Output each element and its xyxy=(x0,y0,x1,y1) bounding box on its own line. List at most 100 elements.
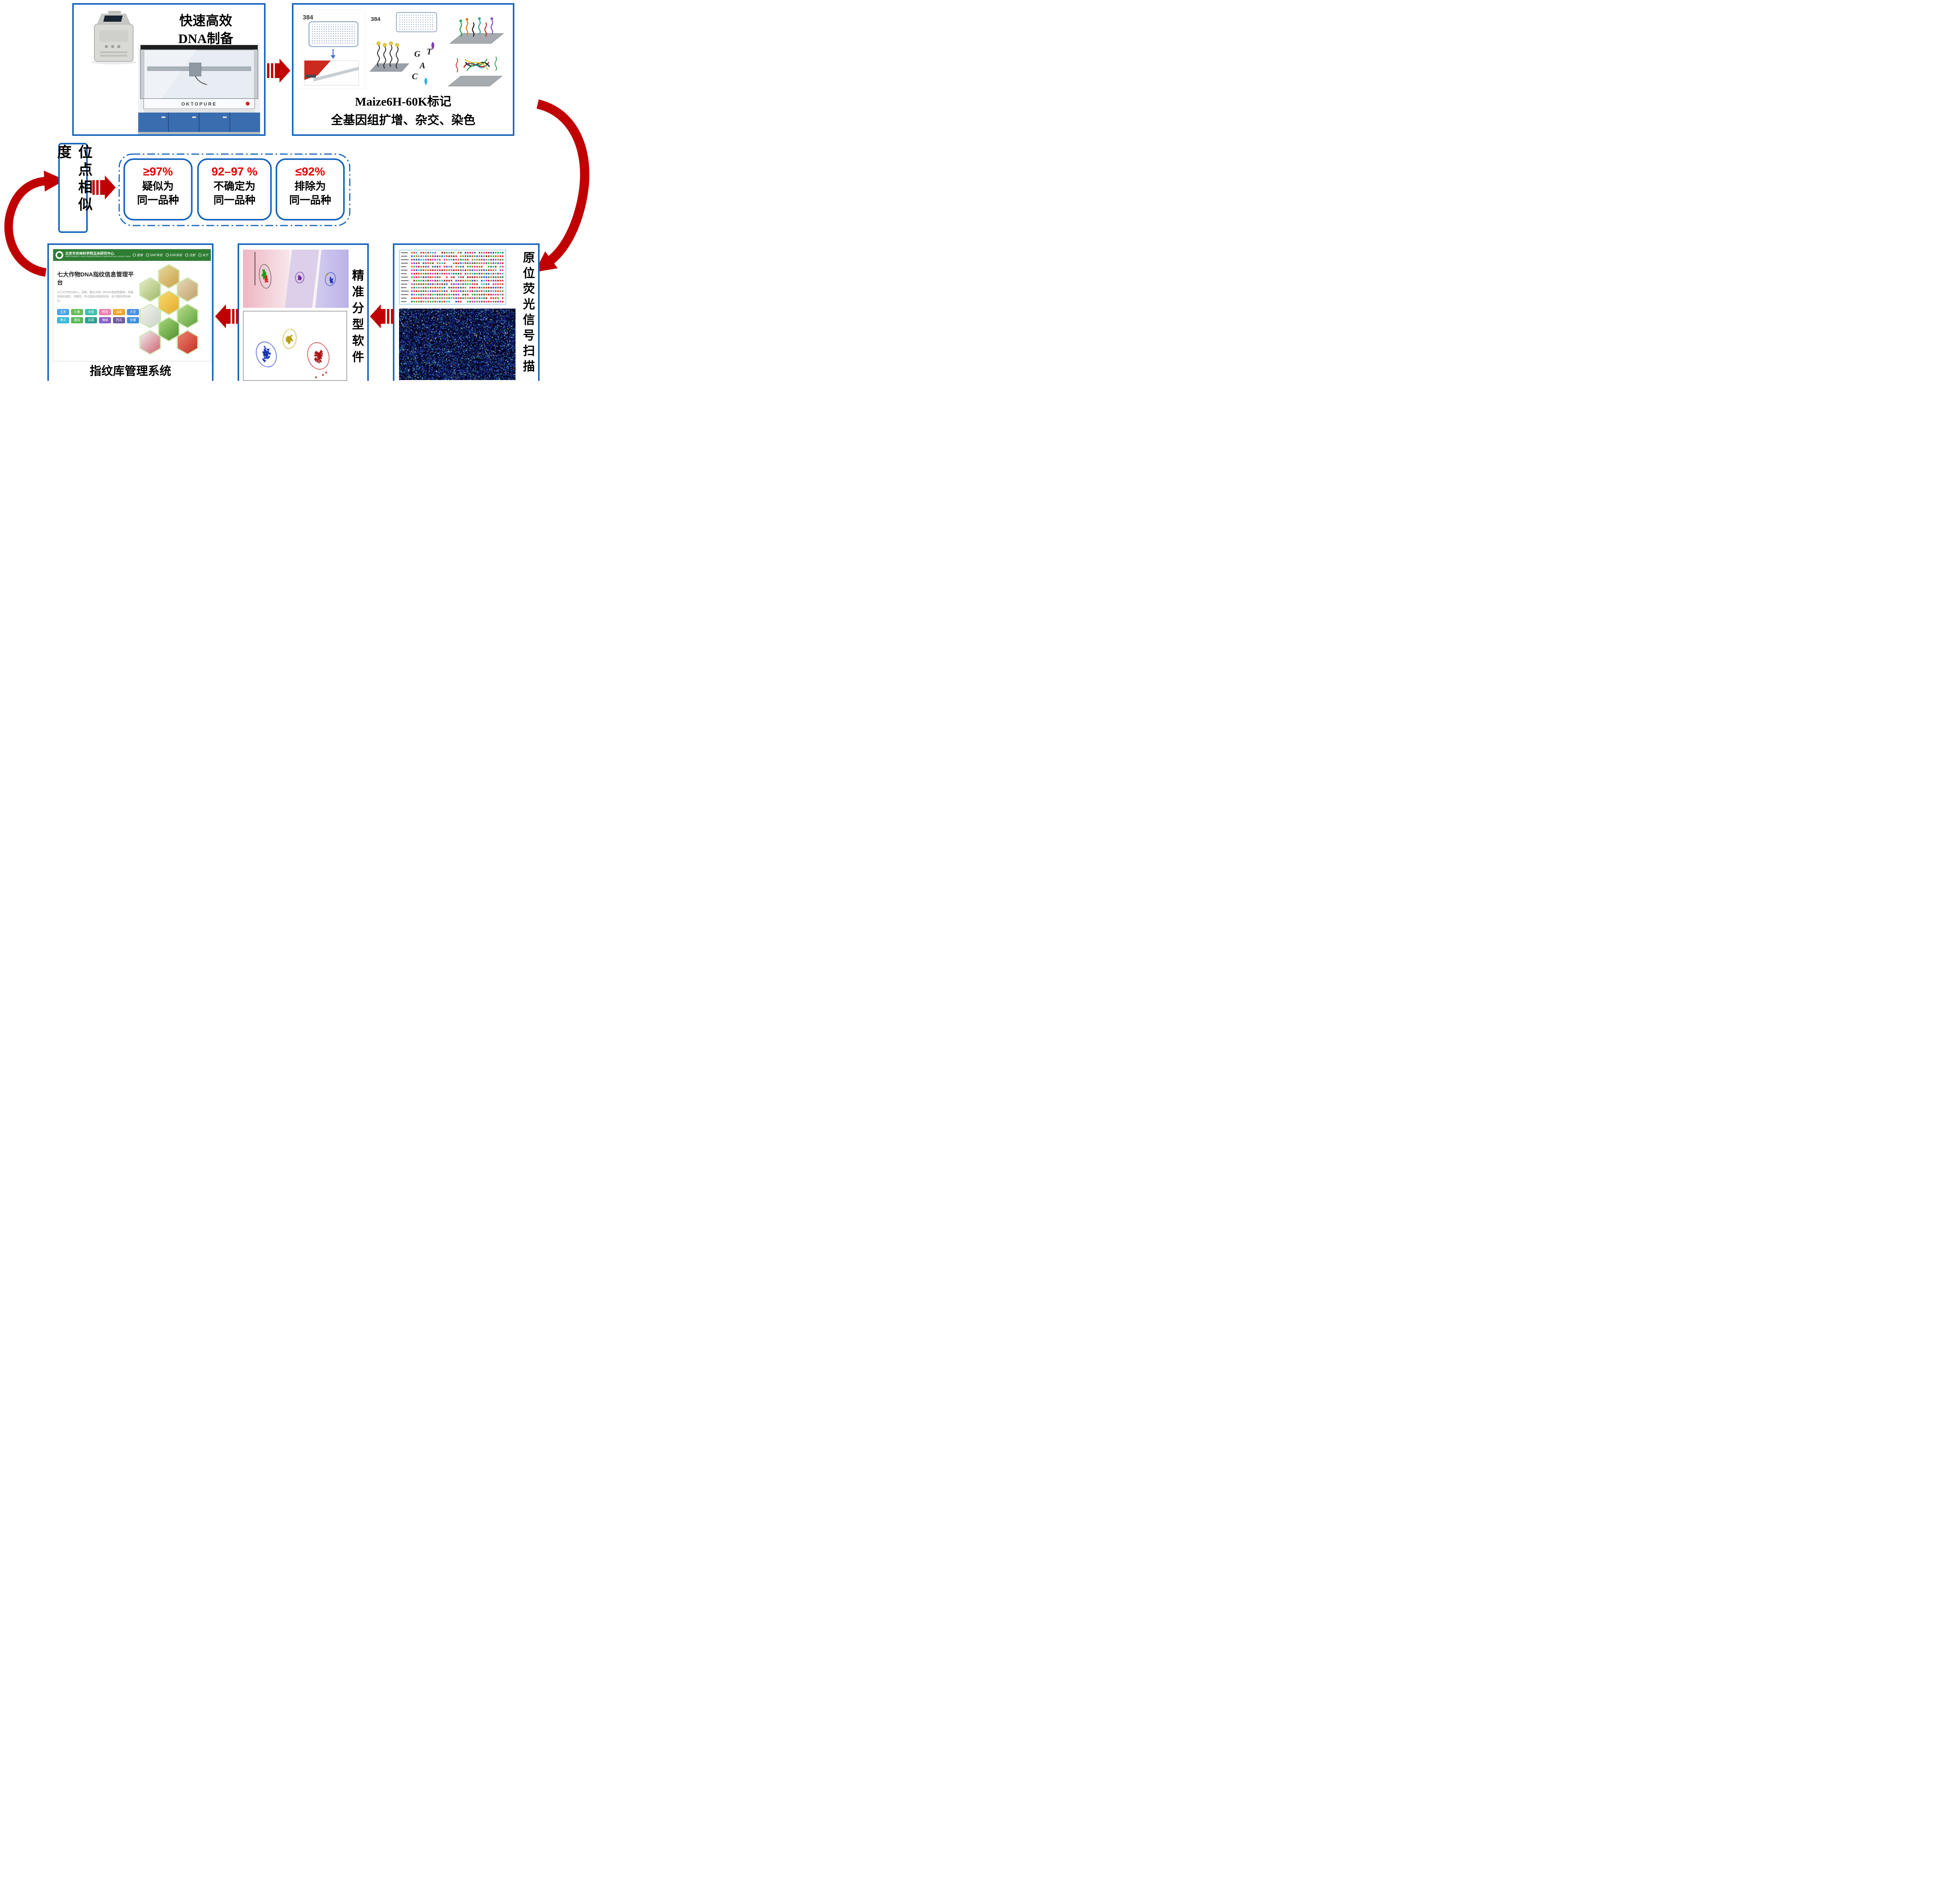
category-same-variety-suspected: ≥97% 疑似为 同一品种 xyxy=(123,158,193,220)
hexagon-corn-photo xyxy=(158,290,180,315)
crop-button-soybean[interactable]: 大豆 xyxy=(127,309,139,315)
site-org-names: 北京市农林科学院玉米研究中心 Maize Research Center, Be… xyxy=(65,252,131,258)
microarray-scan-image xyxy=(399,309,516,380)
crop-button-sweetpotato[interactable]: 甘薯 xyxy=(127,317,139,323)
crop-button-pepper[interactable]: 辣椒 xyxy=(99,317,111,323)
process-arrow-scan-to-typing xyxy=(370,304,393,328)
site-org-name-en: Maize Research Center, Beijing Academy o… xyxy=(65,256,131,258)
snp-system-icon xyxy=(146,253,149,257)
typing-software-label: 精准分型软件 xyxy=(350,269,364,367)
plate-384-dispense-image: 384 xyxy=(297,9,365,89)
dna-prep-title-line2: DNA制备 xyxy=(178,31,233,46)
ssr-system-icon xyxy=(165,253,169,257)
category-a-line2: 同一品种 xyxy=(137,194,179,206)
site-nav-about[interactable]: 关于 xyxy=(198,253,208,257)
category-same-variety-uncertain: 92–97 % 不确定为 同一品种 xyxy=(197,158,272,220)
base-letter-c: C xyxy=(412,71,418,81)
site-nav-login-label: 登录 xyxy=(137,253,143,257)
site-nav-register[interactable]: 注册 xyxy=(185,253,195,257)
site-main-column: 七大作物DNA指纹信息管理平台 以七大作物为核心，采集、整合为统一的DNA指纹数… xyxy=(57,264,139,361)
hexagon-cabbage-photo xyxy=(158,317,180,342)
category-c-line1: 排除为 xyxy=(294,181,326,192)
hexagon-peanut-photo xyxy=(177,277,198,302)
plate-b-label: 384 xyxy=(371,16,381,23)
staining-probe-image xyxy=(445,9,509,89)
hexagon-wheat-photo xyxy=(158,264,180,289)
down-arrow-icon xyxy=(331,55,335,59)
category-c-percent: ≤92% xyxy=(295,165,325,178)
base-letter-a: A xyxy=(419,61,425,70)
site-nav-register-label: 注册 xyxy=(189,253,195,257)
crop-button-cucumber[interactable]: 黄瓜 xyxy=(57,317,69,323)
crop-button-cotton[interactable]: 棉花 xyxy=(99,309,111,315)
thermal-cycler-image xyxy=(91,11,136,64)
marker-caption-line1: Maize6H-60K标记 xyxy=(355,95,451,108)
typing-software-panel: 精准分型软件 xyxy=(238,243,369,381)
similarity-categories-group-border xyxy=(118,153,351,226)
genotype-cluster-plot-image xyxy=(243,250,349,308)
fingerprint-database-caption: 指纹库管理系统 xyxy=(90,365,171,378)
dna-fingerprinting-workflow-diagram: 快速高效 DNA制备 OKTOPURE xyxy=(0,0,601,381)
hexagon-greens-photo xyxy=(177,304,198,328)
dna-prep-title: 快速高效 DNA制备 xyxy=(151,12,260,48)
site-nav-snp-system[interactable]: SNP系统 xyxy=(146,253,163,257)
category-b-line2: 同一品种 xyxy=(214,194,255,206)
category-a-percent: ≥97% xyxy=(143,165,173,178)
fluorescence-scan-panel: 原位荧光信号扫描 xyxy=(393,243,540,381)
site-nav-login[interactable]: 登录 xyxy=(133,253,143,257)
scatter-clusters-image xyxy=(243,311,347,381)
oktopure-robot-image: OKTOPURE xyxy=(138,44,260,134)
crop-button-tomato[interactable]: 番茄 xyxy=(71,317,83,323)
fingerprint-database-panel: 北京市农林科学院玉米研究中心 Maize Research Center, Be… xyxy=(47,243,214,381)
site-similarity-label: 位点相似度 xyxy=(55,144,92,214)
amplification-hybridization-image: 384 G T A C xyxy=(368,9,442,89)
site-description: 以七大作物为核心，采集、整合为统一的DNA指纹数据库，具备高度权威性、完整性，符… xyxy=(57,291,134,303)
marker-caption: Maize6H-60K标记 全基因组扩增、杂交、染色 xyxy=(293,92,513,130)
purple-dye-drop-icon xyxy=(431,42,434,50)
site-similarity-panel: 位点相似度 xyxy=(55,143,92,233)
marker-caption-line2: 全基因组扩增、杂交、染色 xyxy=(331,113,476,127)
site-nav: 登录 SNP系统 SSR系统 注册 关于 xyxy=(133,253,208,257)
dna-prep-panel: 快速高效 DNA制备 OKTOPURE xyxy=(72,3,266,136)
about-icon xyxy=(198,253,201,257)
cyan-dye-drop-icon xyxy=(424,78,427,85)
emergency-stop-button-image xyxy=(246,102,250,106)
process-arrow-typing-to-database xyxy=(215,304,238,328)
crop-button-rice[interactable]: 水稻 xyxy=(85,309,97,315)
hexagon-tomato-photo xyxy=(177,330,198,355)
site-body: 七大作物DNA指纹信息管理平台 以七大作物为核心，采集、整合为统一的DNA指纹数… xyxy=(53,261,211,361)
hexagon-cotton-photo xyxy=(139,304,161,328)
site-nav-ssr-label: SSR系统 xyxy=(169,253,182,257)
oktopure-brand-label: OKTOPURE xyxy=(181,101,217,107)
marker-hybridization-panel: 384 384 xyxy=(292,3,514,136)
category-a-line1: 疑似为 xyxy=(142,181,174,192)
process-arrow-prep-to-marker xyxy=(267,59,290,83)
site-nav-ssr-system[interactable]: SSR系统 xyxy=(165,253,182,257)
category-b-percent: 92–97 % xyxy=(211,165,258,178)
crop-button-watermelon[interactable]: 西瓜 xyxy=(113,317,125,323)
crop-button-cabbage[interactable]: 白菜 xyxy=(85,317,97,323)
site-org-name-cn: 北京市农林科学院玉米研究中心 xyxy=(65,252,115,256)
base-letter-g: G xyxy=(414,49,420,59)
category-same-variety-excluded: ≤92% 排除为 同一品种 xyxy=(276,158,345,220)
site-main-title: 七大作物DNA指纹信息管理平台 xyxy=(57,271,134,286)
site-header: 北京市农林科学院玉米研究中心 Maize Research Center, Be… xyxy=(53,249,211,261)
crop-button-grid: 玉米 小麦 水稻 棉花 油菜 大豆 黄瓜 番茄 白菜 辣椒 西瓜 甘薯 xyxy=(57,309,139,323)
site-nav-snp-label: SNP系统 xyxy=(150,253,163,257)
category-c-line2: 同一品种 xyxy=(289,194,331,206)
microarray-grid-image xyxy=(399,250,506,305)
site-nav-about-label: 关于 xyxy=(202,253,208,257)
crop-photo-honeycomb xyxy=(139,264,208,361)
hexagon-rice-photo xyxy=(139,277,161,302)
fluorescence-scan-label: 原位荧光信号扫描 xyxy=(521,251,535,375)
base-letter-t: T xyxy=(427,47,432,56)
plate-a-label: 384 xyxy=(303,14,313,21)
crop-button-rape[interactable]: 油菜 xyxy=(113,309,125,315)
site-logo-icon xyxy=(56,251,63,259)
process-arrow-similarity-to-categories xyxy=(92,175,116,200)
crop-button-maize[interactable]: 玉米 xyxy=(57,309,69,315)
dna-prep-title-line1: 快速高效 xyxy=(179,14,232,28)
crop-button-wheat[interactable]: 小麦 xyxy=(71,309,83,315)
register-icon xyxy=(185,253,188,257)
hexagon-radish-photo xyxy=(139,330,161,355)
